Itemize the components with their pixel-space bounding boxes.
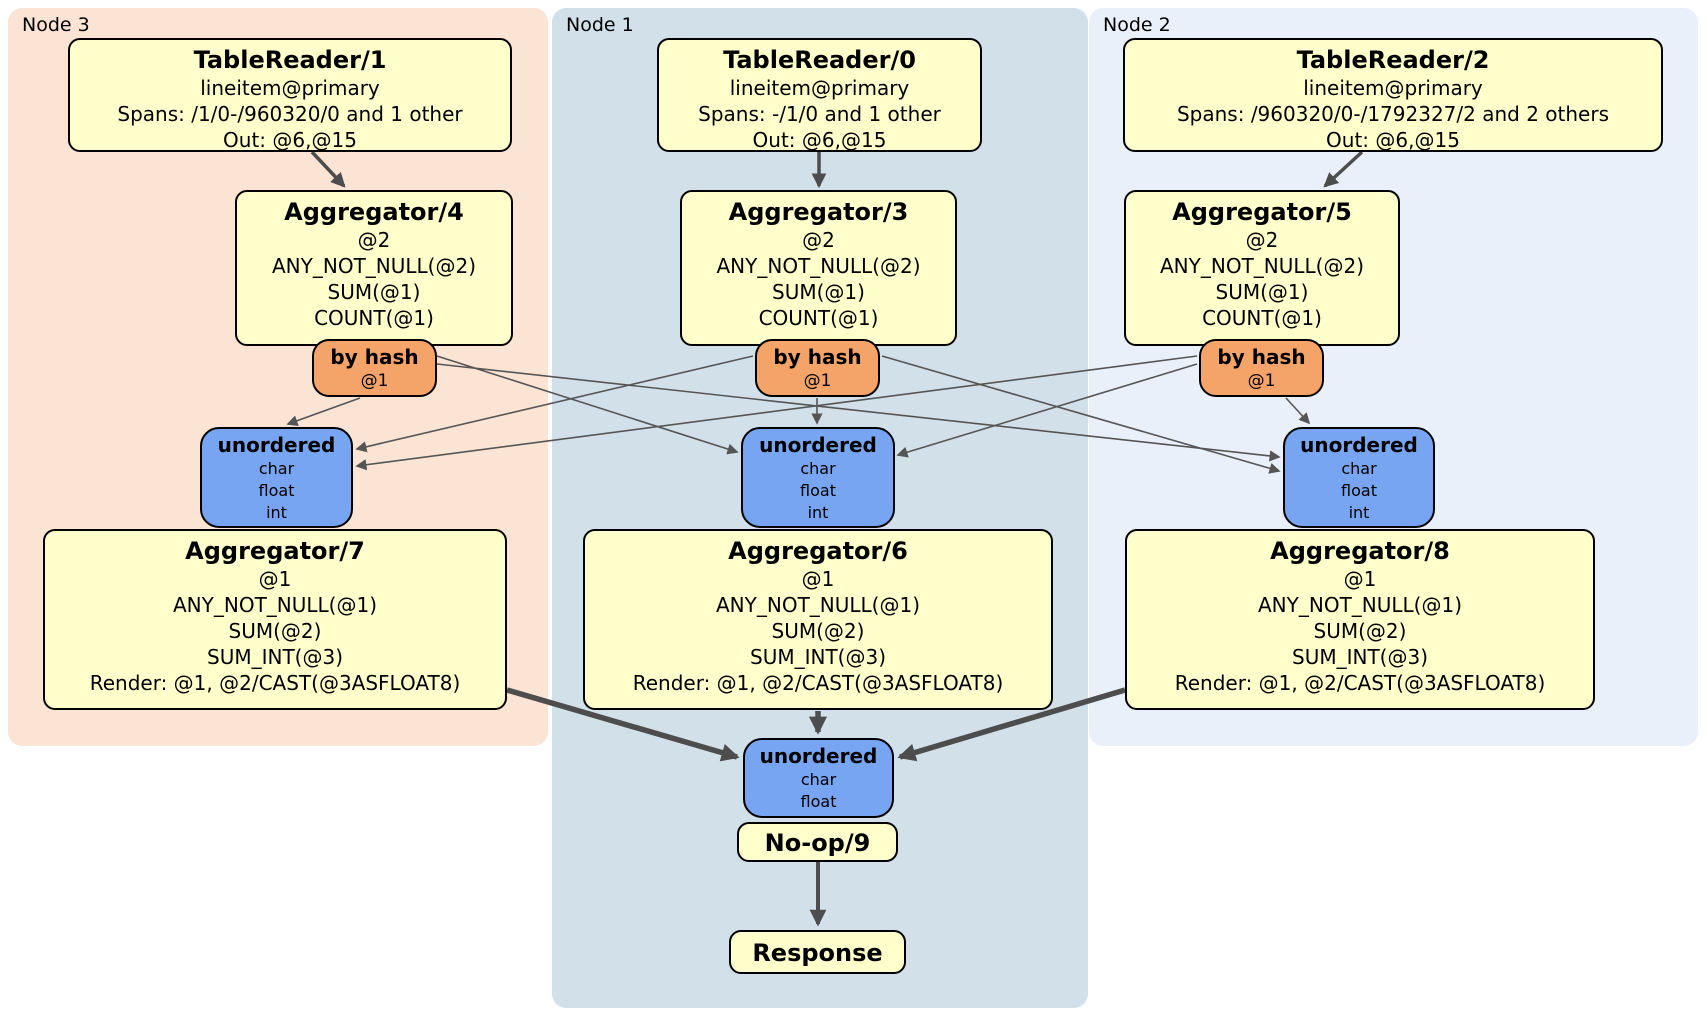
processor-detail: Render: @1, @2/CAST(@3ASFLOAT8) — [632, 671, 1004, 695]
processor-detail: SUM_INT(@3) — [750, 645, 886, 669]
processor-title: Aggregator/8 — [1270, 537, 1450, 565]
processor-title: TableReader/1 — [193, 46, 387, 74]
processor-detail: ANY_NOT_NULL(@1) — [1258, 593, 1462, 617]
processor-detail: Render: @1, @2/CAST(@3ASFLOAT8) — [89, 671, 461, 695]
sync-title: unordered — [759, 433, 877, 457]
processor-detail: ANY_NOT_NULL(@1) — [173, 593, 377, 617]
processor-detail: @2 — [357, 228, 391, 252]
aggregator-3-box: Aggregator/3 @2 ANY_NOT_NULL(@2) SUM(@1)… — [680, 190, 957, 346]
noop-9-box: No-op/9 — [737, 822, 898, 862]
aggregator-7-box: Aggregator/7 @1 ANY_NOT_NULL(@1) SUM(@2)… — [43, 529, 507, 710]
processor-detail: @2 — [1245, 228, 1279, 252]
processor-detail: SUM(@1) — [772, 280, 865, 304]
unordered-sync-final: unordered char float — [743, 738, 894, 818]
processor-detail: COUNT(@1) — [1202, 306, 1322, 330]
processor-detail: Out: @6,@15 — [752, 128, 887, 152]
unordered-sync-node3: unordered char float int — [200, 427, 353, 528]
sync-title: unordered — [759, 744, 878, 768]
processor-title: No-op/9 — [764, 829, 871, 857]
node3-label: Node 3 — [22, 14, 90, 36]
processor-title: TableReader/0 — [723, 46, 916, 74]
processor-detail: ANY_NOT_NULL(@2) — [716, 254, 921, 278]
by-hash-router-node2: by hash @1 — [1199, 339, 1324, 397]
sync-column: float — [800, 481, 836, 500]
edge-hash-mesh — [286, 355, 1311, 474]
aggregator-5-box: Aggregator/5 @2 ANY_NOT_NULL(@2) SUM(@1)… — [1124, 190, 1400, 346]
router-detail: @1 — [360, 371, 389, 391]
processor-detail: SUM(@1) — [1215, 280, 1309, 304]
processor-title: Aggregator/5 — [1172, 198, 1352, 226]
processor-detail: Spans: /960320/0-/1792327/2 and 2 others — [1176, 102, 1609, 126]
processor-detail: @1 — [801, 567, 835, 591]
processor-title: Aggregator/6 — [728, 537, 908, 565]
node1-label: Node 1 — [566, 14, 634, 36]
processor-detail: lineitem@primary — [1303, 76, 1483, 100]
by-hash-router-node3: by hash @1 — [312, 339, 437, 397]
sync-column: float — [1341, 481, 1377, 500]
unordered-sync-node2: unordered char float int — [1283, 427, 1435, 528]
processor-detail: @1 — [1343, 567, 1377, 591]
processor-title: Aggregator/3 — [728, 198, 909, 226]
processor-title: Response — [752, 939, 883, 967]
sync-column: int — [266, 503, 287, 522]
sync-title: unordered — [217, 433, 336, 457]
processor-detail: Spans: -/1/0 and 1 other — [698, 102, 941, 126]
processor-detail: Render: @1, @2/CAST(@3ASFLOAT8) — [1174, 671, 1546, 695]
processor-detail: COUNT(@1) — [314, 306, 434, 330]
sync-column: float — [258, 481, 295, 500]
processor-detail: @2 — [802, 228, 835, 252]
sync-column: int — [1348, 503, 1370, 522]
aggregator-4-box: Aggregator/4 @2 ANY_NOT_NULL(@2) SUM(@1)… — [235, 190, 513, 346]
router-detail: @1 — [803, 371, 832, 391]
node2-label: Node 2 — [1103, 14, 1171, 36]
router-detail: @1 — [1247, 371, 1276, 391]
processor-detail: lineitem@primary — [729, 76, 910, 100]
response-box: Response — [729, 930, 906, 974]
router-title: by hash — [1217, 345, 1306, 369]
processor-detail: COUNT(@1) — [758, 306, 879, 330]
aggregator-8-box: Aggregator/8 @1 ANY_NOT_NULL(@1) SUM(@2)… — [1125, 529, 1595, 710]
processor-detail: Out: @6,@15 — [223, 128, 357, 152]
processor-detail: Out: @6,@15 — [1326, 128, 1460, 152]
processor-detail: ANY_NOT_NULL(@2) — [1160, 254, 1364, 278]
processor-detail: ANY_NOT_NULL(@1) — [716, 593, 920, 617]
sync-column: char — [1341, 459, 1377, 478]
processor-detail: @1 — [258, 567, 292, 591]
processor-detail: SUM_INT(@3) — [1292, 645, 1428, 669]
router-title: by hash — [330, 345, 419, 369]
sync-column: char — [800, 459, 836, 478]
processor-title: Aggregator/4 — [284, 198, 464, 226]
sync-column: float — [800, 792, 837, 811]
processor-title: TableReader/2 — [1296, 46, 1490, 74]
processor-detail: SUM(@2) — [771, 619, 865, 643]
table-reader-0-box: TableReader/0 lineitem@primary Spans: -/… — [657, 38, 982, 152]
table-reader-1-box: TableReader/1 lineitem@primary Spans: /1… — [68, 38, 512, 152]
sync-column: char — [258, 459, 295, 478]
by-hash-router-node1: by hash @1 — [755, 339, 880, 397]
sync-title: unordered — [1300, 433, 1418, 457]
router-title: by hash — [773, 345, 862, 369]
sync-column: int — [807, 503, 829, 522]
processor-detail: lineitem@primary — [200, 76, 380, 100]
processor-title: Aggregator/7 — [185, 537, 365, 565]
edge-aggregator-to-final-sync — [506, 687, 1126, 762]
edge-tablereader-to-aggregator — [310, 150, 1364, 189]
aggregator-6-box: Aggregator/6 @1 ANY_NOT_NULL(@1) SUM(@2)… — [583, 529, 1053, 710]
sync-column: char — [800, 770, 837, 789]
processor-detail: Spans: /1/0-/960320/0 and 1 other — [117, 102, 463, 126]
processor-detail: SUM(@2) — [1313, 619, 1407, 643]
unordered-sync-node1: unordered char float int — [741, 427, 895, 528]
processor-detail: ANY_NOT_NULL(@2) — [272, 254, 476, 278]
processor-detail: SUM(@2) — [228, 619, 322, 643]
processor-detail: SUM(@1) — [327, 280, 421, 304]
table-reader-2-box: TableReader/2 lineitem@primary Spans: /9… — [1123, 38, 1663, 152]
processor-detail: SUM_INT(@3) — [207, 645, 343, 669]
